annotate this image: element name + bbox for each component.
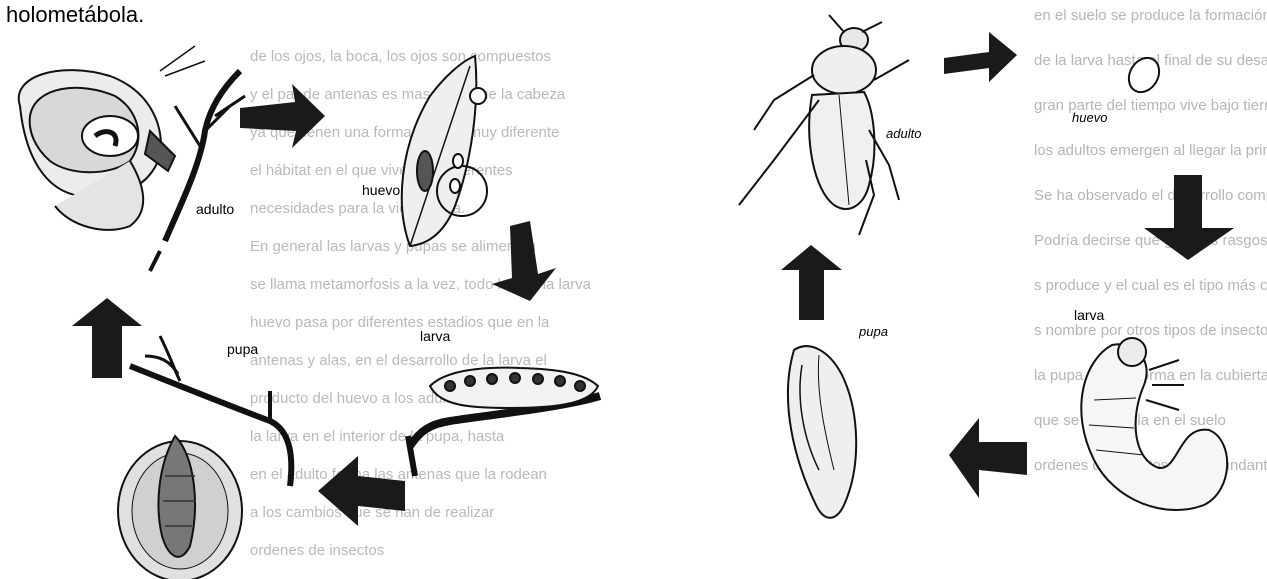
caterpillar-illustration [408,368,600,476]
stage-label-adult: adulto [196,201,234,217]
background-text-line: de los ojos, la boca, los ojos son compu… [250,48,551,65]
background-text-line: huevo pasa por diferentes estadios que e… [250,314,550,331]
arrow-larva-to-pupa [949,418,1027,498]
arrow-pupa-to-adult [781,245,842,320]
stage-label-adult: adulto [886,126,921,141]
arrow-adult-to-egg [944,32,1017,82]
butterfly-life-cycle-diagram: de los ojos, la boca, los ojos son compu… [0,36,632,579]
pupa-illustration [788,346,856,518]
background-text-line: Podría decirse que grandes rasgos lo que… [1034,232,1267,249]
stage-label-egg: huevo [1072,110,1107,125]
beetle-life-cycle-diagram: en el suelo se produce la formación de l… [734,0,1267,530]
background-text-line: el hábitat en el que vive y las diferent… [250,162,513,179]
stage-label-larva: larva [1074,307,1105,323]
background-text-line: gran parte del tiempo vive bajo tierra [1034,97,1267,114]
background-text-line: En general las larvas y pupas se aliment… [250,238,536,255]
background-text-line: s nombre por otros tipos de insectos que [1034,322,1267,339]
stage-label-pupa: pupa [858,324,888,339]
background-text-line: s produce y el cual es el tipo más común [1034,277,1267,294]
background-text-line: antenas y alas, en el desarrollo de la l… [250,352,547,369]
stage-label-pupa: pupa [227,341,258,357]
beetle-cycle-artwork: en el suelo se produce la formación de l… [734,0,1267,530]
background-text-line: los adultos emergen al llegar la primave… [1034,142,1267,159]
background-text-line: ordenes de insectos [250,542,384,559]
stage-label-egg: huevo [362,182,400,198]
leaf-with-eggs-illustration [402,56,487,246]
background-text-line: Se ha observado el desarrollo completo e… [1034,187,1267,204]
beetle-adult-illustration [739,15,909,235]
butterfly-cycle-artwork: de los ojos, la boca, los ojos son compu… [0,36,632,579]
background-text-line: en el suelo se produce la formación de l… [1034,7,1267,24]
page-heading: holometábola. [6,2,144,28]
stage-label-larva: larva [420,328,451,344]
butterfly-adult-illustration [19,46,245,271]
